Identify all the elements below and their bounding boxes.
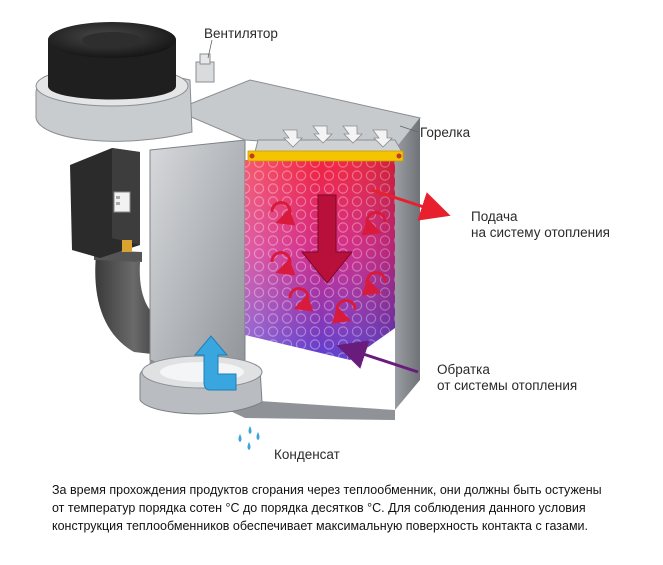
supply-arrow (371, 188, 451, 221)
label-supply-line1: Подача (471, 209, 518, 224)
caption: За время прохождения продуктов сгорания … (52, 481, 652, 535)
air-inlet-arrow (193, 335, 237, 391)
return-arrow (336, 340, 419, 374)
swirl-arrows (270, 201, 387, 324)
label-supply-line2: на систему отопления (471, 225, 610, 240)
caption-line-1: За время прохождения продуктов сгорания … (52, 483, 602, 497)
label-fan: Вентилятор (204, 26, 278, 41)
air-inlet-arrows (282, 125, 393, 148)
label-condensate: Конденсат (274, 447, 340, 462)
control-valve-block (70, 148, 140, 258)
caption-line-3: конструкция теплообменников обеспечивает… (52, 519, 589, 533)
label-leaders (207, 39, 419, 133)
heat-exchanger-diagram (35, 22, 451, 450)
caption-line-2: от температур порядка сотен °C до порядк… (52, 501, 586, 515)
label-return-line2: от системы отопления (437, 378, 578, 393)
label-return-line1: Обратка (437, 362, 490, 377)
label-burner: Горелка (420, 125, 471, 140)
fan-motor (35, 22, 215, 142)
condensate-drops (238, 426, 260, 450)
flue-gas-flow-arrow (300, 194, 354, 284)
flue-flange (139, 355, 263, 415)
